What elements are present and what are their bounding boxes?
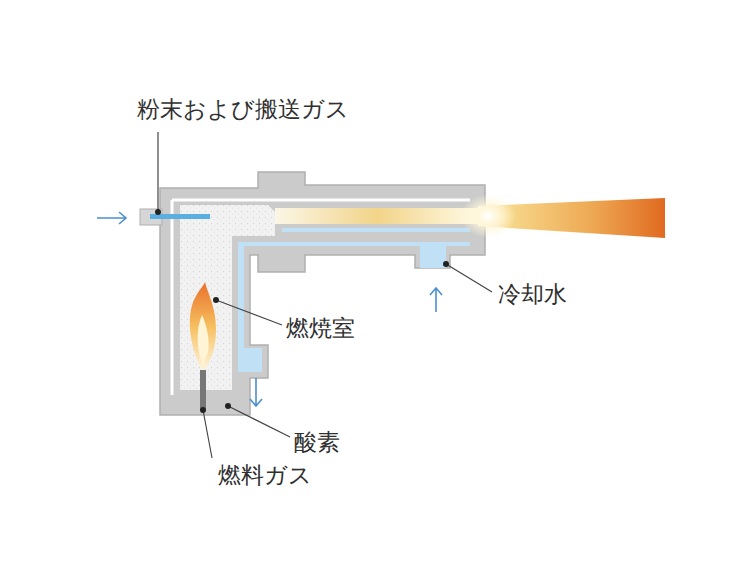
part-label: 燃焼室 [286,316,355,341]
part-label: 冷却水 [498,282,567,307]
part-label: 粉末および搬送ガス [137,97,349,122]
part-label: 燃料ガス [218,463,312,488]
part-label: 酸素 [294,430,340,455]
